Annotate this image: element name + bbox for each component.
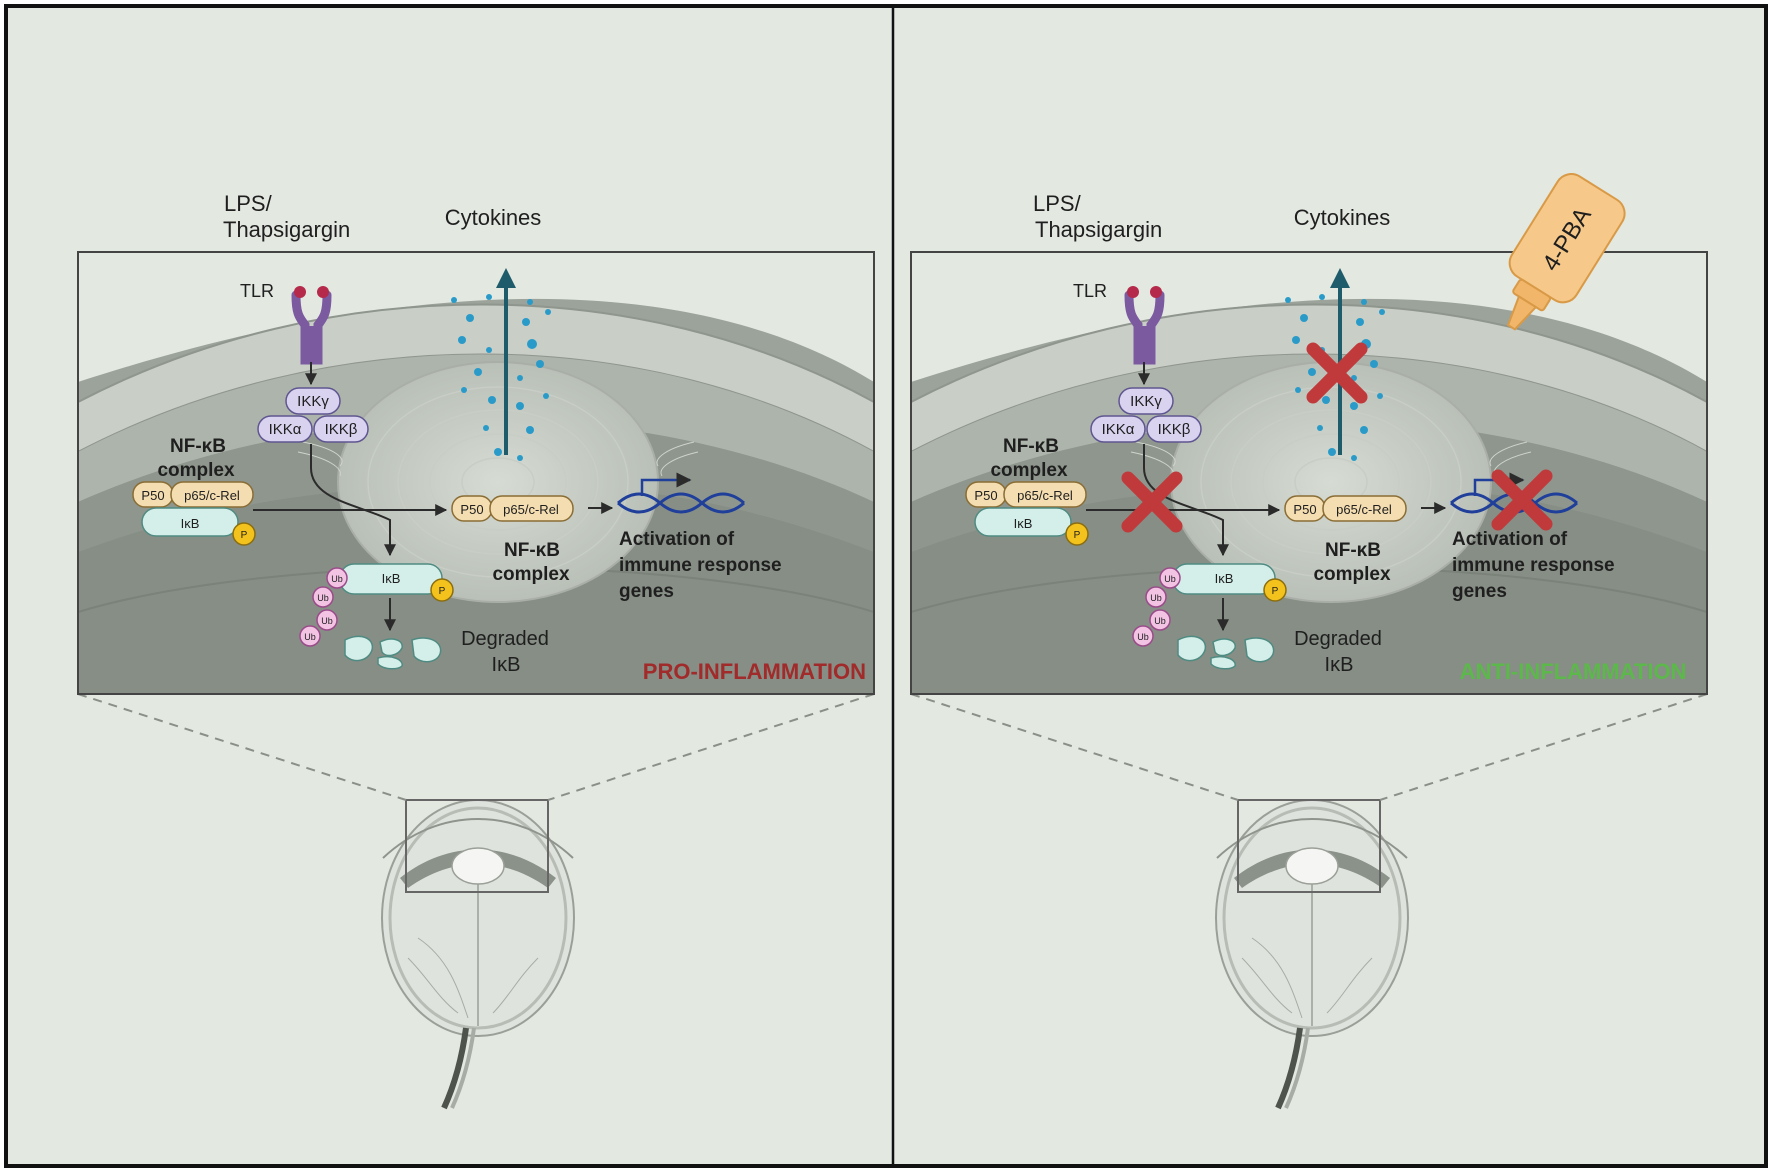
panel-right-activation-line1: Activation of [1452,529,1568,550]
panel-left-inset-frame [77,251,875,695]
panel-left-ikk-beta: IKKβ [325,421,358,438]
panel-left-ub-ikb: IκB [382,571,401,586]
panel-left-complex-line2: complex [157,460,235,481]
panel-right-stimulus-line2: Thapsigargin [1035,217,1162,242]
panel-right-ub-1: Ub [1164,574,1176,584]
panel-left-dna [617,472,745,514]
zoom-box [405,799,549,893]
panel-left-cytokine-release [451,268,551,461]
panel-right-p65: p65/c-Rel [1017,488,1073,503]
panel-left-degraded-line2: IκB [492,654,521,676]
panel-left-stimulus-line1: LPS/ [224,191,273,216]
panel-left-zoom-eye [77,693,875,1108]
panel-left-state-label: PRO-INFLAMMATION [643,659,866,684]
panel-right-nuc-p50: P50 [1293,502,1316,517]
panel-right-ikk-beta: IKKβ [1158,421,1191,438]
panel-right-ubiquitinated-ikb [1132,563,1287,647]
panel-left-tlr-label: TLR [240,281,274,301]
panel-left-ikb: IκB [181,516,200,531]
panel-left-ikk-alpha: IKKα [269,421,302,438]
panel-left-ikk-complex [257,387,369,443]
panel-left-activation-line3: genes [619,581,674,602]
panel-left-nuc-p65: p65/c-Rel [503,502,559,517]
panel-left-pathway-arrows [253,444,614,632]
panel-left-complex-line1: NF-κB [170,436,226,457]
panel-left-ub-1: Ub [331,574,343,584]
panel-left-nuc-complex-line1: NF-κB [504,540,560,561]
panel-right-phospho: P [1074,530,1081,541]
panel-right-nuc-complex-line2: complex [1313,564,1391,585]
panel-left-activation-line2: immune response [619,555,782,576]
panel-right-cyto-nfkb [965,481,1089,546]
panel-right-state-label: ANTI-INFLAMMATION [1460,659,1687,684]
panel-right-degraded-line2: IκB [1325,654,1354,676]
outer-border [4,4,1768,1168]
zoom-box [1237,799,1381,893]
panel-right-activation-line2: immune response [1452,555,1615,576]
panel-left-ub-phospho: P [439,586,446,597]
panel-right-ikk-complex [1090,387,1202,443]
panel-left-degraded-fragments [344,635,442,670]
panel-right-p50: P50 [974,488,997,503]
panel-right-zoom-eye [910,693,1708,1108]
panel-right-ub-4: Ub [1137,632,1149,642]
panel-left-p65: p65/c-Rel [184,488,240,503]
panel-right-nuc-p65: p65/c-Rel [1336,502,1392,517]
panel-right-pathway-arrows [1086,444,1447,632]
panel-right-complex-line2: complex [990,460,1068,481]
panel-right-ub-phospho: P [1272,586,1279,597]
panel-left-cytokines-label: Cytokines [445,205,542,230]
panel-left-tlr-receptor [291,286,332,365]
panel-left-degraded-line1: Degraded [461,628,549,650]
panel-left-ub-3: Ub [321,616,333,626]
panel-right-degraded-fragments [1177,635,1275,670]
panel-left-cyto-nfkb [132,481,256,546]
drug-bottle-icon: 4-PBA [1506,173,1626,331]
panel-left-phospho: P [241,530,248,541]
panel-right-ikk-alpha: IKKα [1102,421,1135,438]
panel-right-inset-frame [910,251,1708,695]
panel-left-ikk-gamma: IKKγ [297,393,329,410]
panel-left-activation-line1: Activation of [619,529,735,550]
panel-right-ub-ikb: IκB [1215,571,1234,586]
panel-right-ikk-gamma: IKKγ [1130,393,1162,410]
panel-right-complex-line1: NF-κB [1003,436,1059,457]
panel-right-stimulus-line1: LPS/ [1033,191,1082,216]
panel-left-nuc-p50: P50 [460,502,483,517]
panel-right-tlr-receptor [1124,286,1165,365]
panel-left-p50: P50 [141,488,164,503]
panel-right-activation-line3: genes [1452,581,1507,602]
panel-right-ub-3: Ub [1154,616,1166,626]
panel-right-ikb: IκB [1014,516,1033,531]
panel-left-stimulus-line2: Thapsigargin [223,217,350,242]
panel-left-nuclear-nfkb [451,495,574,522]
panel-left-ub-4: Ub [304,632,316,642]
panel-right-cytokines-label: Cytokines [1294,205,1391,230]
panel-right-nuc-complex-line1: NF-κB [1325,540,1381,561]
panel-right-tlr-label: TLR [1073,281,1107,301]
panel-left-ub-2: Ub [317,593,329,603]
panel-right-degraded-line1: Degraded [1294,628,1382,650]
panel-left-ubiquitinated-ikb [299,563,454,647]
panel-left-nuc-complex-line2: complex [492,564,570,585]
panel-right-ub-2: Ub [1150,593,1162,603]
panel-right-nuclear-nfkb [1284,495,1407,522]
